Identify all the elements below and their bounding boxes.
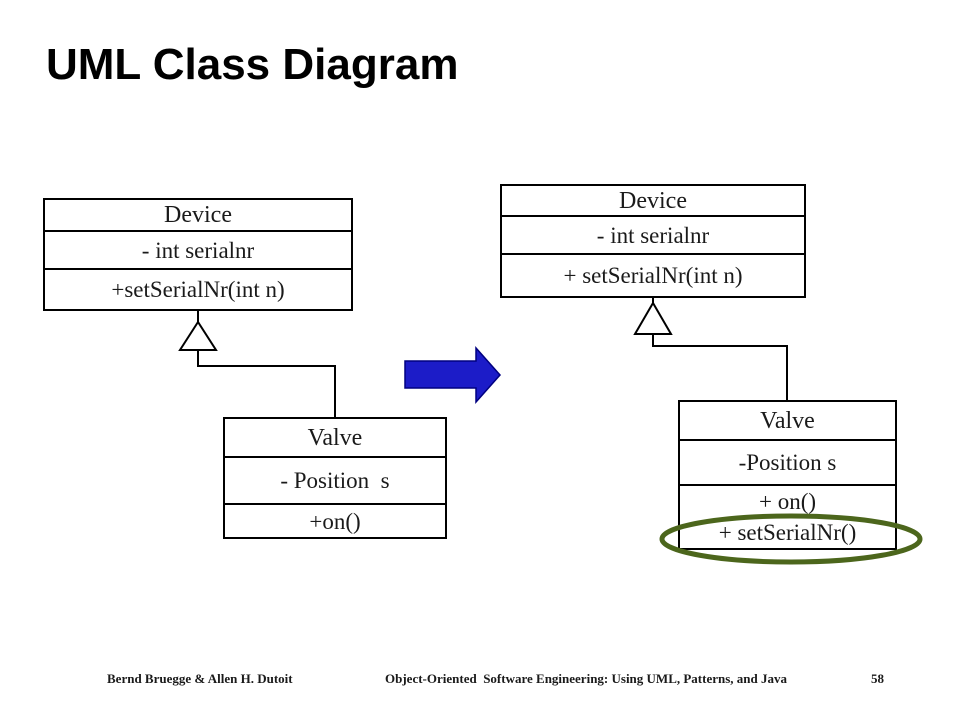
class-name: Valve [225,419,445,458]
attribute-row: -Position s [680,441,895,486]
uml-class-valve-right: Valve -Position s + on() + setSerialNr() [678,400,897,550]
operation-row: + on() [758,489,817,514]
uml-class-device-right: Device - int serialnr + setSerialNr(int … [500,184,806,298]
right-inheritance-triangle-icon [633,301,673,335]
operation-row: + setSerialNr(int n) [563,263,743,288]
footer-page-number: 58 [871,671,884,686]
operation-row: +on() [309,508,361,534]
transform-arrow-icon [404,346,502,404]
operation-row-highlighted: + setSerialNr() [718,520,857,545]
left-inheritance-triangle-icon [178,320,218,351]
page-title: UML Class Diagram [46,40,459,89]
operation-row: +setSerialNr(int n) [111,277,285,302]
uml-class-valve-left: Valve - Position s +on() [223,417,447,539]
left-inheritance-connector [197,311,336,417]
footer-authors: Bernd Bruegge & Allen H. Dutoit [107,671,293,686]
footer-book-title: Object-Oriented Software Engineering: Us… [385,671,788,686]
attribute-row: - int serialnr [502,217,804,255]
class-name: Device [45,200,351,232]
attribute-row: - int serialnr [45,232,351,270]
class-name: Valve [680,402,895,442]
right-inheritance-connector [652,298,788,400]
uml-class-device-left: Device - int serialnr +setSerialNr(int n… [43,198,353,311]
class-name: Device [502,186,804,217]
attribute-row: - Position s [225,458,445,505]
operations-compartment: + on() + setSerialNr() [680,486,895,548]
